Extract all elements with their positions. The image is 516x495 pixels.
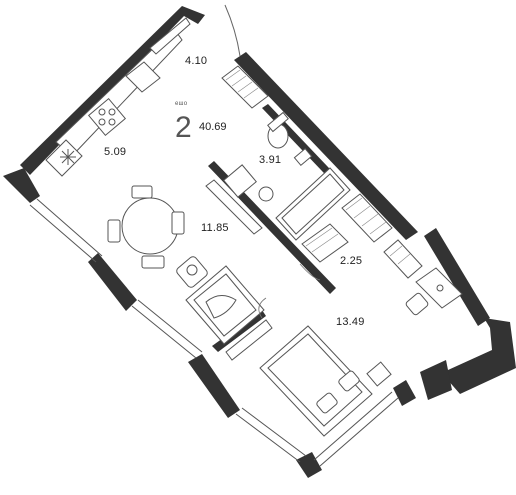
room-area-bathroom: 3.91 — [259, 154, 282, 166]
bathtub — [275, 167, 351, 241]
washing-machine — [223, 164, 257, 198]
nightstand — [366, 361, 392, 387]
desk-set — [405, 267, 463, 316]
stove — [87, 97, 127, 137]
rooms-count: 2 — [175, 111, 192, 144]
wardrobe — [225, 319, 273, 361]
wall-bottom-left — [188, 354, 240, 418]
bed — [225, 319, 392, 437]
basin — [258, 186, 274, 202]
outer-walls — [3, 6, 516, 478]
wall-bottom-right — [393, 380, 416, 406]
dining-set — [107, 185, 185, 269]
room-area-living: 11.85 — [201, 222, 229, 234]
windows — [29, 4, 399, 467]
shelf — [205, 179, 263, 235]
room-area-kitchen-hall: 4.10 — [185, 55, 208, 67]
dining-table — [121, 197, 179, 255]
wall-cabinet — [45, 139, 83, 177]
radiator-4 — [383, 239, 423, 279]
room-area-corridor: 2.25 — [340, 255, 363, 267]
bathroom-fixtures — [205, 111, 351, 241]
snowflake-icon — [60, 149, 76, 165]
wall-right-mid — [424, 228, 490, 326]
kitchen-counter — [55, 29, 183, 157]
sink — [125, 61, 161, 93]
total-area: 40.69 — [199, 121, 227, 133]
door-swings — [258, 263, 321, 319]
fridge-vent — [149, 17, 191, 55]
kitchen-fixtures — [45, 17, 191, 177]
rooms-label: ешо — [175, 101, 188, 107]
wall-right-corner — [446, 318, 516, 394]
wall-left-lower — [88, 253, 137, 311]
radiators — [221, 65, 423, 279]
wall-right-upper — [234, 52, 418, 240]
room-area-kitchen: 5.09 — [104, 146, 127, 158]
wall-left — [3, 168, 40, 203]
room-area-bedroom: 13.49 — [336, 316, 365, 328]
radiator-3 — [341, 193, 393, 243]
sofa-set — [176, 256, 265, 345]
wall-notch — [420, 360, 452, 400]
